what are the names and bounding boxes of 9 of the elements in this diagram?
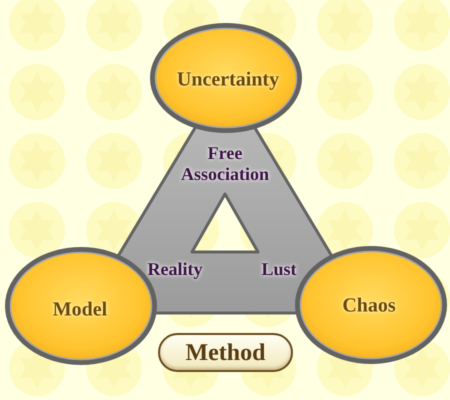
node-label: Method — [186, 340, 266, 364]
node-label: Chaos — [342, 294, 396, 318]
band-label: Lust — [262, 259, 296, 280]
node-label: Model — [52, 298, 108, 322]
ellipse-node — [149, 22, 303, 134]
node-label: Uncertainty — [176, 68, 280, 92]
band-label: Free Association — [181, 143, 269, 184]
pill-node — [158, 333, 293, 372]
band-label: Reality — [148, 259, 202, 280]
